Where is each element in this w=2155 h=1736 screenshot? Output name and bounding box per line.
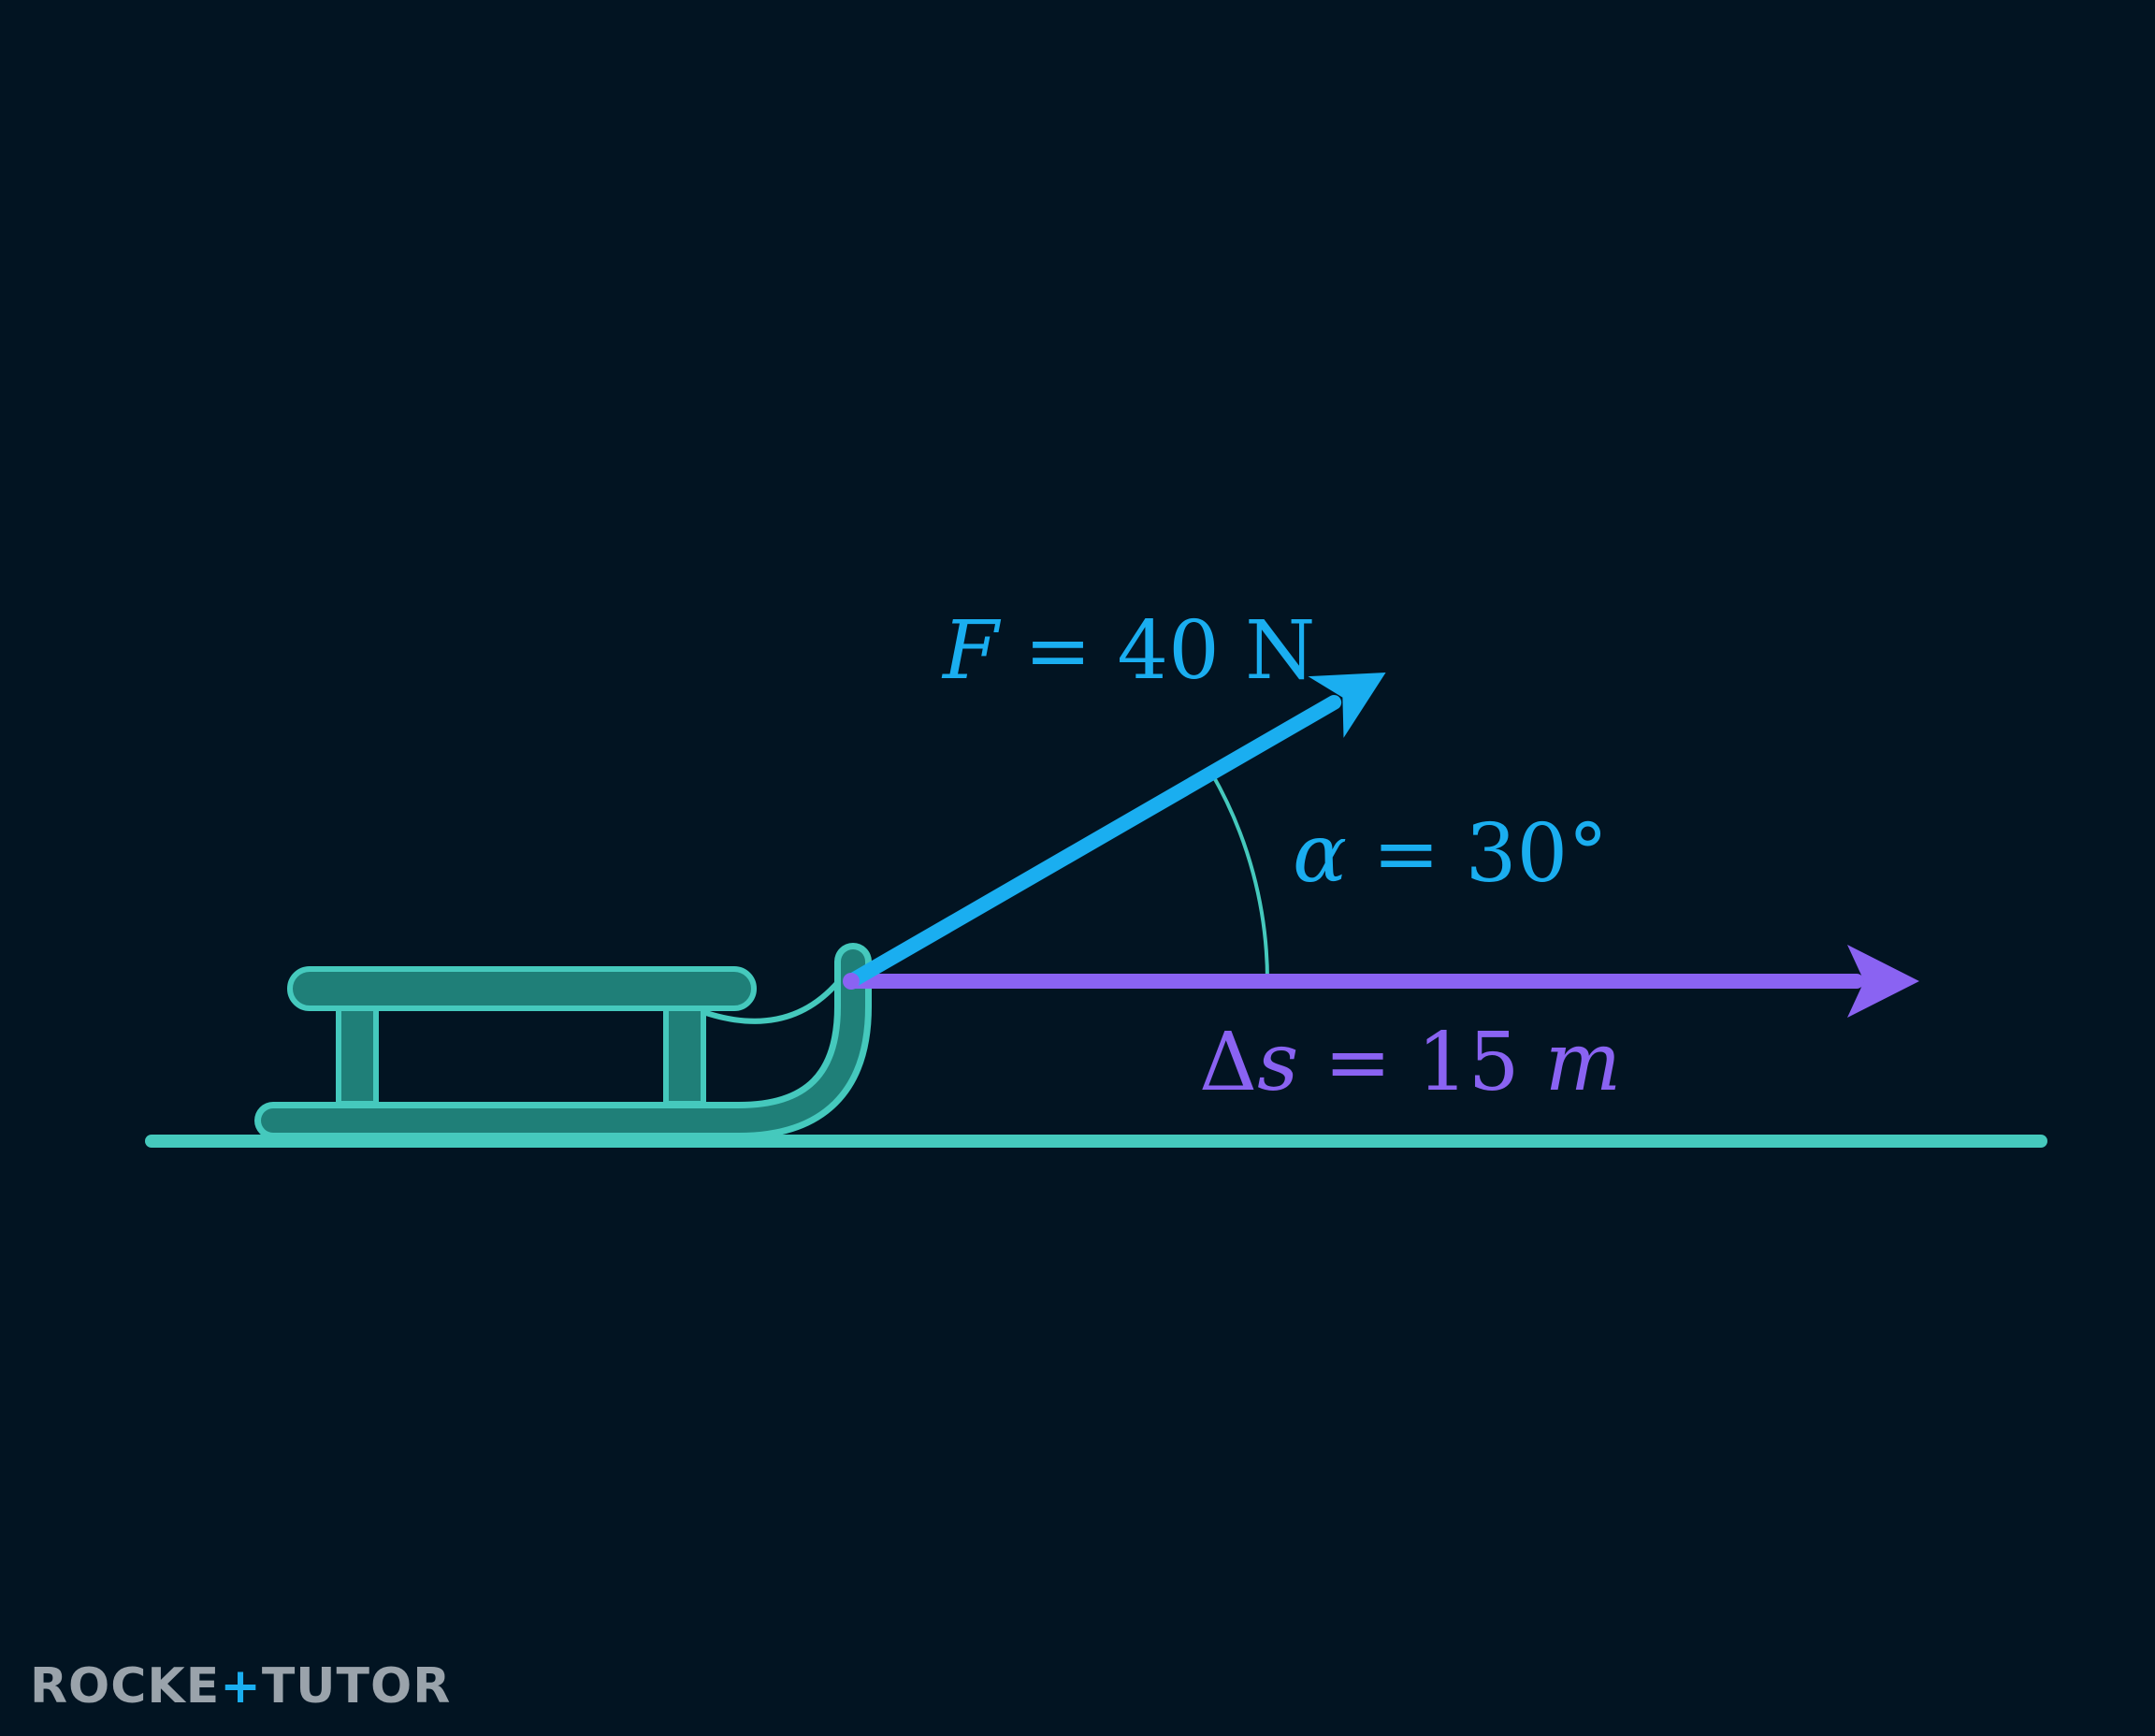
brand-logo: ROCKE+TUTOR <box>30 1658 451 1714</box>
force-origin <box>843 973 860 990</box>
angle-label: α = 30° <box>1293 807 1608 901</box>
sled-leg-right <box>663 1005 706 1107</box>
force-symbol: F <box>941 604 1002 698</box>
sled-runner-inner <box>261 949 865 1133</box>
angle-value: = 30° <box>1347 807 1608 901</box>
brand-part2: TUTO <box>262 1658 412 1714</box>
displacement-value: = 15 <box>1298 1016 1545 1109</box>
displacement-delta: Δ <box>1199 1016 1257 1109</box>
force-arrow-shaft <box>844 695 1342 989</box>
sled-brace <box>701 979 841 1024</box>
brand-end: R <box>412 1658 451 1714</box>
force-value: = 40 N <box>999 604 1316 698</box>
displacement-arrowhead <box>1847 945 1919 1018</box>
sled-icon <box>254 943 872 1139</box>
displacement-unit: m <box>1545 1016 1622 1109</box>
brand-cross: + <box>220 1658 262 1714</box>
angle-symbol: α <box>1293 807 1347 901</box>
force-label: F = 40 N <box>941 604 1315 698</box>
displacement-label: Δs = 15 m <box>1199 1016 1621 1109</box>
displacement-arrow-icon <box>844 945 1919 1018</box>
force-arrow-icon <box>844 673 1386 989</box>
angle-arc <box>1209 772 1269 982</box>
brand-part1: ROCKE <box>30 1658 220 1714</box>
displacement-symbol: s <box>1257 1016 1298 1109</box>
force-arrowhead <box>1308 673 1386 738</box>
sled-leg-left <box>336 1005 379 1107</box>
sled-seat <box>287 966 757 1011</box>
